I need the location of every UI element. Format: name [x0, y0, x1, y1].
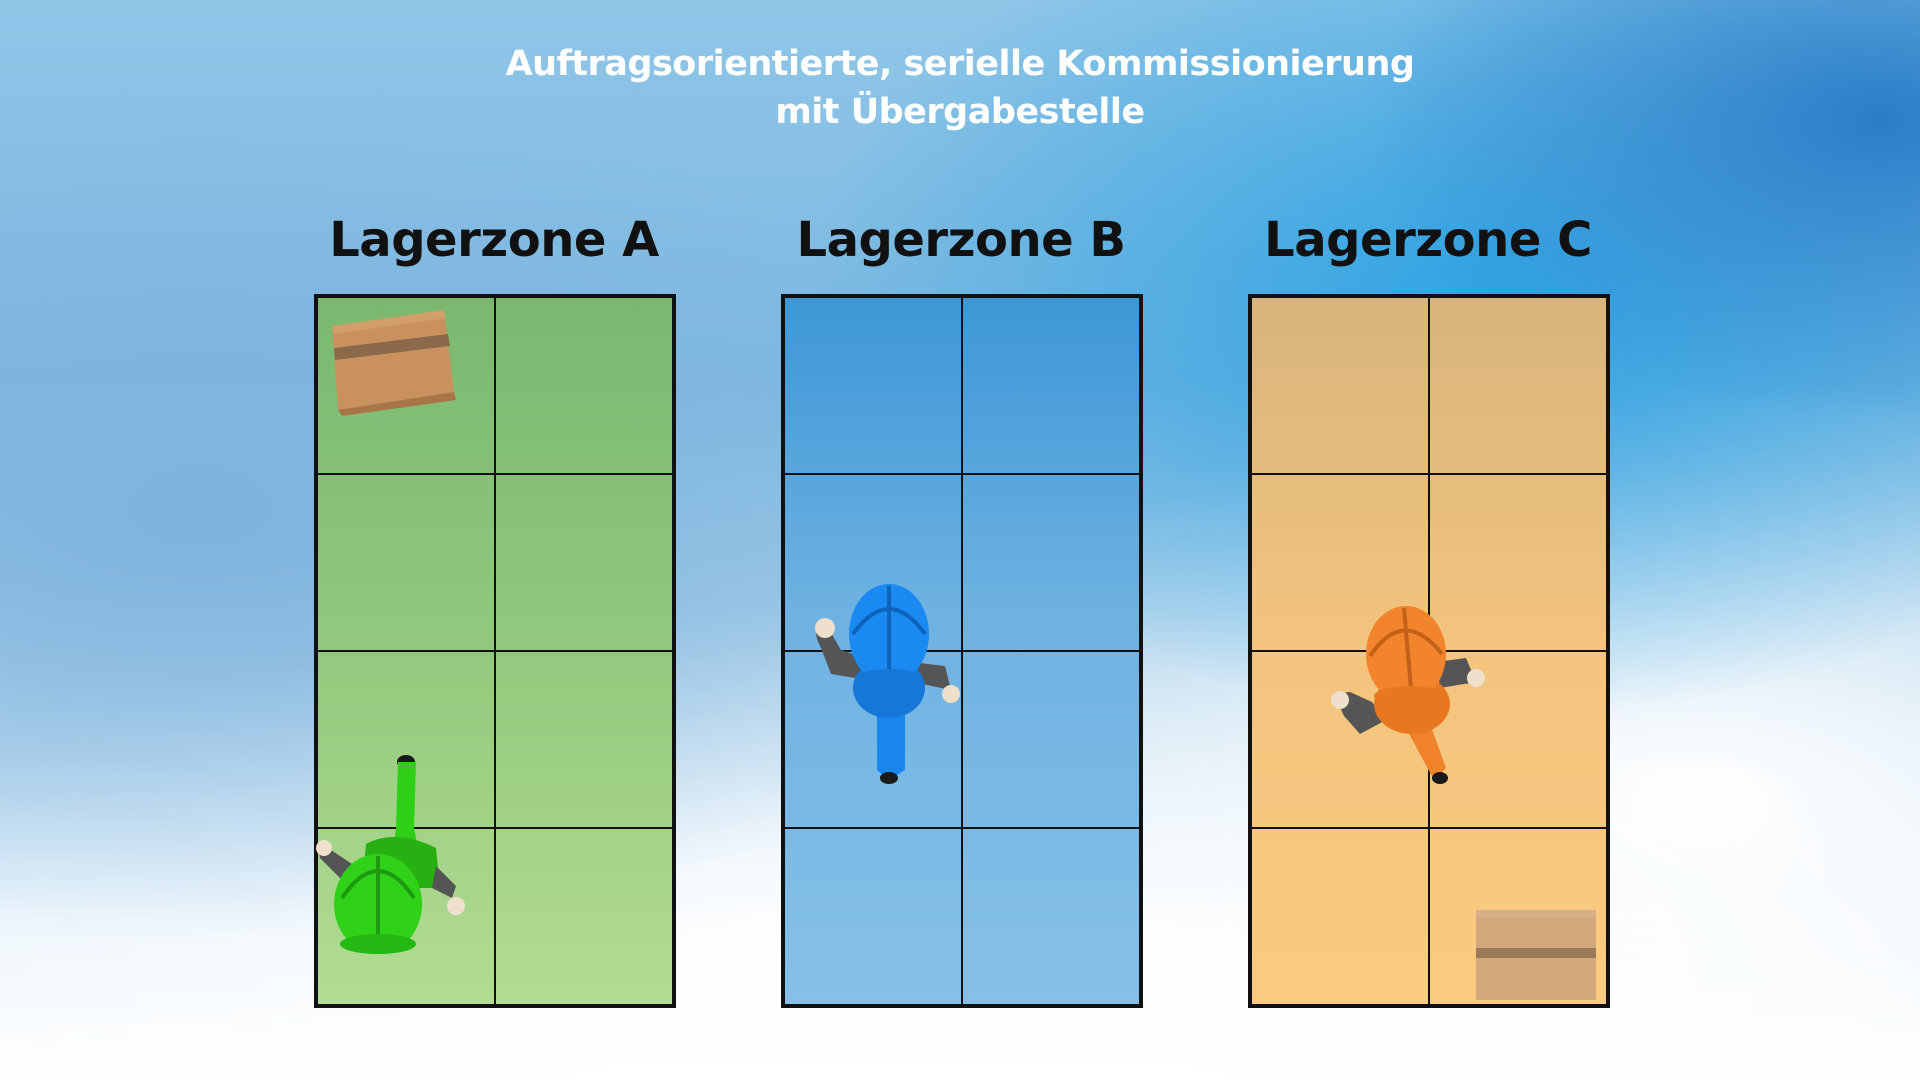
grid-cell — [495, 474, 673, 651]
grid-cell — [1251, 474, 1429, 651]
grid-cell — [962, 297, 1140, 474]
zone-a-title: Lagerzone A — [329, 212, 659, 268]
title-line-2: mit Übergabestelle — [775, 92, 1145, 132]
storage-zone-c: Lagerzone C — [1248, 210, 1610, 1008]
worker-green-icon — [316, 755, 465, 954]
zone-b-title: Lagerzone B — [796, 212, 1127, 268]
grid-cell — [1429, 474, 1607, 651]
worker-orange-icon — [1331, 606, 1485, 784]
title-line-1: Auftragsorientierte, serielle Kommission… — [505, 44, 1415, 84]
grid-cell — [962, 474, 1140, 651]
storage-zone-b: Lagerzone B — [781, 210, 1143, 1008]
grid-cell — [495, 828, 673, 1005]
grid-cell — [317, 474, 495, 651]
grid-cell — [317, 297, 495, 474]
grid-cell — [1429, 828, 1607, 1005]
worker-blue-icon — [815, 584, 960, 784]
grid-cell — [1429, 297, 1607, 474]
diagram-title: Auftragsorientierte, serielle Kommission… — [0, 40, 1920, 136]
grid-cell — [1251, 297, 1429, 474]
grid-cell — [784, 828, 962, 1005]
storage-zone-a: Lagerzone A — [314, 210, 676, 1008]
grid-cell — [495, 297, 673, 474]
grid-cell — [962, 651, 1140, 828]
grid-cell — [784, 297, 962, 474]
grid-cell — [962, 828, 1140, 1005]
grid-cell — [495, 651, 673, 828]
zone-c-title: Lagerzone C — [1264, 212, 1592, 268]
grid-cell — [1251, 828, 1429, 1005]
cardboard-box-icon — [1476, 910, 1596, 1000]
cardboard-box-icon — [332, 310, 456, 416]
